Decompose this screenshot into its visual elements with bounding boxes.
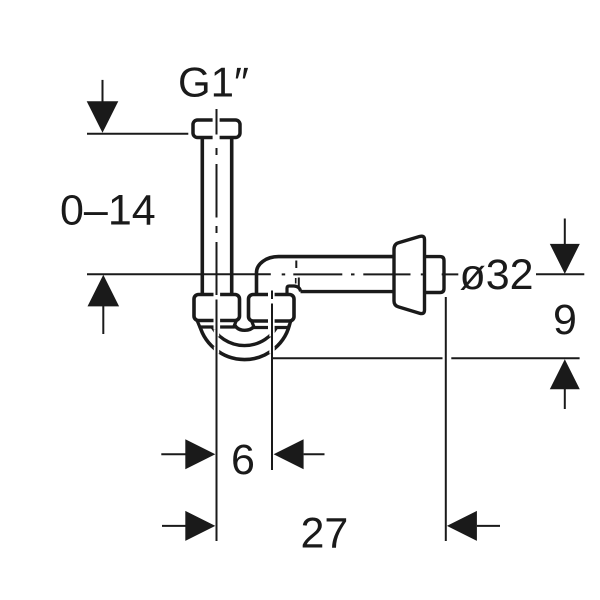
svg-text:9: 9 <box>553 296 577 344</box>
svg-text:27: 27 <box>301 510 349 558</box>
svg-text:G1″: G1″ <box>178 59 249 106</box>
svg-text:ø32: ø32 <box>460 251 534 299</box>
svg-text:0–14: 0–14 <box>60 187 156 235</box>
svg-text:6: 6 <box>231 436 255 484</box>
